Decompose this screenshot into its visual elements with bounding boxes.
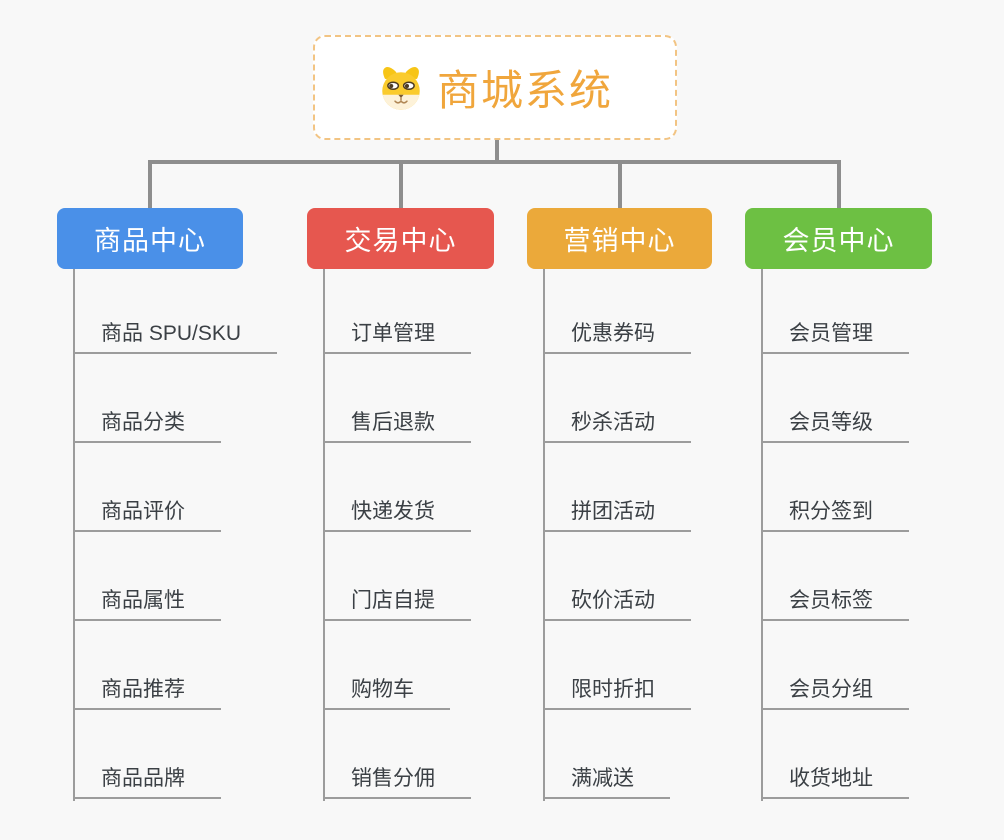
branch-3: 营销中心 优惠券码秒杀活动拼团活动砍价活动限时折扣满减送 xyxy=(527,160,712,801)
sub-topic[interactable]: 销售分佣 xyxy=(323,760,471,799)
branch-spine xyxy=(323,269,325,801)
sub-topic[interactable]: 限时折扣 xyxy=(543,671,691,710)
connector-bus xyxy=(148,160,840,164)
branch-spine xyxy=(543,269,545,801)
sub-topic[interactable]: 收货地址 xyxy=(761,760,909,799)
sub-topic[interactable]: 会员等级 xyxy=(761,404,909,443)
root-topic[interactable]: 商城系统 xyxy=(313,35,677,140)
branch-header[interactable]: 交易中心 xyxy=(307,208,494,269)
branch-spine xyxy=(73,269,75,801)
connector-branch-drop xyxy=(836,160,841,208)
branch-header-label: 商品中心 xyxy=(94,226,206,256)
sub-topic[interactable]: 快递发货 xyxy=(323,493,471,532)
branch-header[interactable]: 营销中心 xyxy=(527,208,712,269)
sub-topic[interactable]: 商品品牌 xyxy=(73,760,221,799)
sub-topic[interactable]: 商品 SPU/SKU xyxy=(73,315,278,354)
branch-spine xyxy=(761,269,763,801)
sub-topic[interactable]: 会员分组 xyxy=(761,671,909,710)
sub-topic[interactable]: 会员管理 xyxy=(761,315,909,354)
branch-2: 交易中心 订单管理售后退款快递发货门店自提购物车销售分佣 xyxy=(307,160,494,801)
branch-header[interactable]: 会员中心 xyxy=(745,208,932,269)
dog-face-icon xyxy=(377,64,425,112)
sub-topic[interactable]: 门店自提 xyxy=(323,582,471,621)
branch-4: 会员中心 会员管理会员等级积分签到会员标签会员分组收货地址 xyxy=(745,160,932,801)
sub-topic[interactable]: 售后退款 xyxy=(323,404,471,443)
connector-branch-drop xyxy=(398,160,403,208)
sub-topic[interactable]: 商品评价 xyxy=(73,493,221,532)
branch-header[interactable]: 商品中心 xyxy=(57,208,243,269)
branch-header-label: 营销中心 xyxy=(563,226,676,256)
branch-1: 商品中心 商品 SPU/SKU 商品分类商品评价商品属性商品推荐商品品牌 xyxy=(57,160,278,801)
sub-topic[interactable]: 砍价活动 xyxy=(543,582,691,621)
sub-topic[interactable]: 优惠券码 xyxy=(543,315,691,354)
sub-topic[interactable]: 商品分类 xyxy=(73,404,221,443)
sub-topic[interactable]: 商品推荐 xyxy=(73,671,221,710)
branch-header-label: 会员中心 xyxy=(782,226,895,256)
sub-topic[interactable]: 秒杀活动 xyxy=(543,404,691,443)
sub-topic[interactable]: 购物车 xyxy=(323,671,450,710)
sub-topic[interactable]: 拼团活动 xyxy=(543,493,691,532)
sub-topic[interactable]: 满减送 xyxy=(543,760,670,799)
branch-header-label: 交易中心 xyxy=(344,226,457,256)
connector-branch-drop xyxy=(617,160,622,208)
sub-topic[interactable]: 会员标签 xyxy=(761,582,909,621)
sub-topic[interactable]: 商品属性 xyxy=(73,582,221,621)
connector-branch-drop xyxy=(148,160,152,208)
sub-topic[interactable]: 积分签到 xyxy=(761,493,909,532)
sub-topic[interactable]: 订单管理 xyxy=(323,315,471,354)
root-topic-title: 商城系统 xyxy=(436,67,613,114)
connector-root-stem xyxy=(495,140,499,164)
